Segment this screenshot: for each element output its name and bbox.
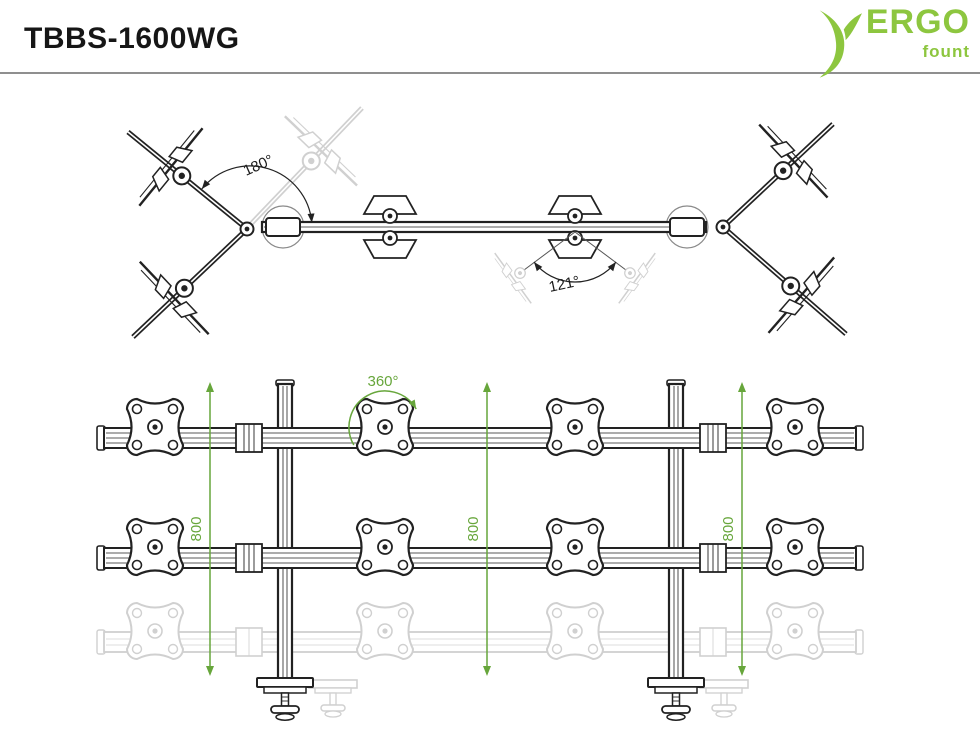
tilt-line-right [574, 231, 635, 277]
brand-subname: fount [922, 41, 970, 61]
ghost-vesa-plate [766, 602, 824, 660]
monitor-mount-lower-right [750, 241, 842, 340]
arm-joint-left [239, 221, 255, 237]
ghost-desk-clamp [308, 679, 358, 718]
angle-label-180: 180° [241, 152, 276, 180]
front-view: 800 800 800 360° [96, 373, 864, 722]
vesa-plate [125, 517, 185, 577]
ghost-vesa-plate [126, 602, 184, 660]
desk-clamp-right [647, 677, 705, 722]
ghost-tilt-mount-left [490, 244, 544, 307]
vesa-plate [355, 397, 415, 457]
top-view: 180° 121° [126, 106, 848, 341]
ghost-desk-clamp [699, 679, 749, 718]
vesa-plate [545, 517, 605, 577]
brand-name: ERGO [865, 3, 970, 41]
vesa-plate [545, 397, 605, 457]
rail-bracket [235, 543, 263, 573]
angle-arc-180 [201, 165, 313, 223]
rail-top [96, 425, 864, 451]
right-pole [666, 379, 686, 684]
angle-label-121: 121° [547, 273, 581, 296]
rail-bracket [235, 423, 263, 453]
angle-arc-121 [533, 261, 617, 283]
ghost-rail-bracket [699, 627, 727, 657]
dimension-label-right: 800 [720, 516, 737, 541]
monitor-mount-upper-left [131, 122, 222, 222]
ghost-rail [96, 629, 864, 655]
rail-bottom [96, 545, 864, 571]
vesa-plate [765, 397, 825, 457]
dimension-label-center: 800 [465, 516, 482, 541]
ghost-vesa-plate [546, 602, 604, 660]
vesa-plate [765, 517, 825, 577]
vesa-plate [355, 517, 415, 577]
rotation-label-360: 360° [367, 373, 398, 390]
left-coupler [265, 217, 301, 237]
tilt-line-left [515, 231, 576, 277]
page-title: TBBS-1600WG [24, 22, 240, 55]
dimension-label-left: 800 [188, 516, 205, 541]
desk-clamp-left [256, 677, 314, 722]
rail-bracket [699, 423, 727, 453]
ghost-rail-bracket [235, 627, 263, 657]
rotation-arc-360 [348, 390, 417, 446]
ghost-tilt-mount-right [606, 244, 660, 307]
brand-text: ERGO fount [865, 3, 970, 62]
ghost-row [96, 602, 864, 718]
rail-bracket [699, 543, 727, 573]
right-coupler [669, 217, 705, 237]
vesa-plate [125, 397, 185, 457]
left-pole [275, 379, 295, 684]
ghost-arm [247, 106, 364, 228]
header-divider [0, 72, 980, 74]
arm-joint-right [715, 219, 731, 235]
ghost-vesa-plate [356, 602, 414, 660]
brand-bird-icon [819, 10, 862, 78]
brand-logo: ERGO fount [812, 3, 970, 81]
